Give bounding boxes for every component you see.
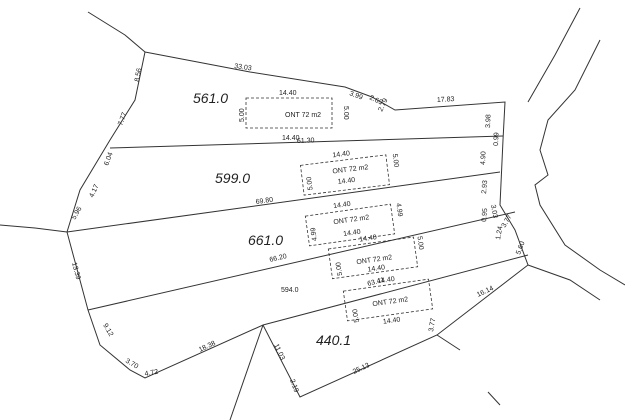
dim-bottom-11-03: 11.03 bbox=[272, 343, 286, 361]
box-1-label: ONT 72 m2 bbox=[285, 112, 321, 119]
dim-left-3-70: 3.70 bbox=[124, 358, 139, 371]
divider-3 bbox=[87, 211, 516, 311]
box-5-label: ONT 72 m2 bbox=[372, 296, 409, 308]
box-1-width-top: 14.40 bbox=[279, 90, 297, 97]
dim-left-7-77: 7.77 bbox=[117, 111, 128, 126]
dim-left-13-39: 13.39 bbox=[70, 262, 81, 281]
box-3-label: ONT 72 m2 bbox=[333, 214, 370, 226]
divider-4 bbox=[262, 254, 529, 326]
box-2-label: ONT 72 m2 bbox=[332, 164, 369, 175]
outer-boundary bbox=[66, 51, 529, 398]
dim-left-8-56: 8.56 bbox=[134, 68, 143, 83]
box-2-width-top: 14.40 bbox=[332, 150, 350, 159]
box-1-width-bottom: 14.40 bbox=[282, 135, 300, 142]
box-3-depth-right: 4.99 bbox=[394, 203, 403, 218]
box-3-width-bottom: 14.40 bbox=[343, 229, 361, 238]
dim-div-66-20: 66.20 bbox=[269, 253, 288, 264]
dim-right-16-14: 16.14 bbox=[476, 285, 495, 299]
dim-left-9-12: 9.12 bbox=[101, 323, 114, 338]
box-3-width-top: 14.40 bbox=[333, 201, 351, 210]
divider-1 bbox=[109, 135, 504, 149]
box-1-depth-left: 5.00 bbox=[239, 108, 246, 122]
box-5-width-bottom: 14.40 bbox=[383, 316, 401, 325]
plot-area-1: 561.0 bbox=[193, 90, 228, 106]
box-1-depth-right: 5.00 bbox=[342, 106, 349, 120]
dim-right-4-90: 4.90 bbox=[480, 151, 487, 165]
dim-right-0-99: 0.99 bbox=[493, 132, 500, 146]
dim-left-4-17: 4.17 bbox=[88, 183, 100, 198]
plot-area-3: 661.0 bbox=[248, 232, 283, 248]
dim-left-6-04: 6.04 bbox=[103, 151, 114, 166]
building-box-2: 14.40 14.40 5.00 5.00 ONT 72 m2 bbox=[300, 150, 400, 196]
box-4-label: ONT 72 m2 bbox=[356, 254, 393, 266]
context-lines bbox=[0, 7, 625, 420]
dim-right-3-98: 3.98 bbox=[485, 114, 492, 128]
dim-top-3-99: 3.99 bbox=[348, 90, 363, 101]
dim-bottom-18-38: 18.38 bbox=[198, 340, 217, 354]
box-4-width-bottom: 14.40 bbox=[367, 264, 385, 273]
dim-bottom-4-72: 4.72 bbox=[144, 369, 159, 378]
building-box-3: 14.40 14.40 4.99 4.99 ONT 72 m2 bbox=[304, 201, 403, 247]
building-box-4: 14.40 14.40 5.00 5.00 ONT 72 m2 bbox=[327, 234, 424, 280]
plot-area-4: 594.0 bbox=[281, 287, 299, 294]
dim-right-2-93: 2.93 bbox=[481, 180, 489, 194]
dim-right-3-77: 3.77 bbox=[428, 318, 437, 333]
plot-area-2: 599.0 bbox=[215, 170, 250, 186]
dim-bottom-2-19: 2.19 bbox=[288, 378, 299, 393]
dim-div-63-41: 63.41 bbox=[367, 277, 386, 288]
box-5-width-top: 14.40 bbox=[377, 276, 395, 285]
dim-div-61-30: 61.30 bbox=[297, 137, 315, 145]
box-4-width-top: 14.40 bbox=[359, 234, 377, 243]
box-5-depth-left: 5.00 bbox=[352, 308, 361, 323]
dim-div-69-80: 69.80 bbox=[255, 197, 273, 206]
box-4-depth-right: 5.00 bbox=[415, 236, 424, 251]
dim-right-5-60: 5.60 bbox=[515, 240, 526, 255]
dim-bottom-25-13: 25.13 bbox=[352, 362, 371, 376]
box-4-depth-left: 5.00 bbox=[335, 261, 344, 276]
building-box-5: 14.40 14.40 5.00 ONT 72 m2 bbox=[342, 276, 434, 326]
box-2-depth-right: 5.00 bbox=[391, 153, 400, 167]
box-2-width-bottom: 14.40 bbox=[337, 177, 355, 186]
divider-2 bbox=[66, 171, 501, 233]
box-2-depth-left: 5.00 bbox=[306, 176, 315, 190]
dim-right-0-95: 0.95 bbox=[481, 208, 489, 222]
dim-top-33-03: 33.03 bbox=[234, 63, 252, 72]
dim-left-5-96: 5.96 bbox=[71, 206, 84, 221]
dim-top-17-83: 17.83 bbox=[437, 96, 455, 104]
dim-right-3-03: 3.03 bbox=[489, 204, 498, 219]
building-box-1: 14.40 14.40 5.00 5.00 ONT 72 m2 bbox=[239, 90, 349, 142]
dim-right-1-24: 1.24 bbox=[495, 226, 504, 241]
box-3-depth-left: 4.99 bbox=[310, 227, 319, 242]
plot-area-5: 440.1 bbox=[316, 332, 351, 348]
